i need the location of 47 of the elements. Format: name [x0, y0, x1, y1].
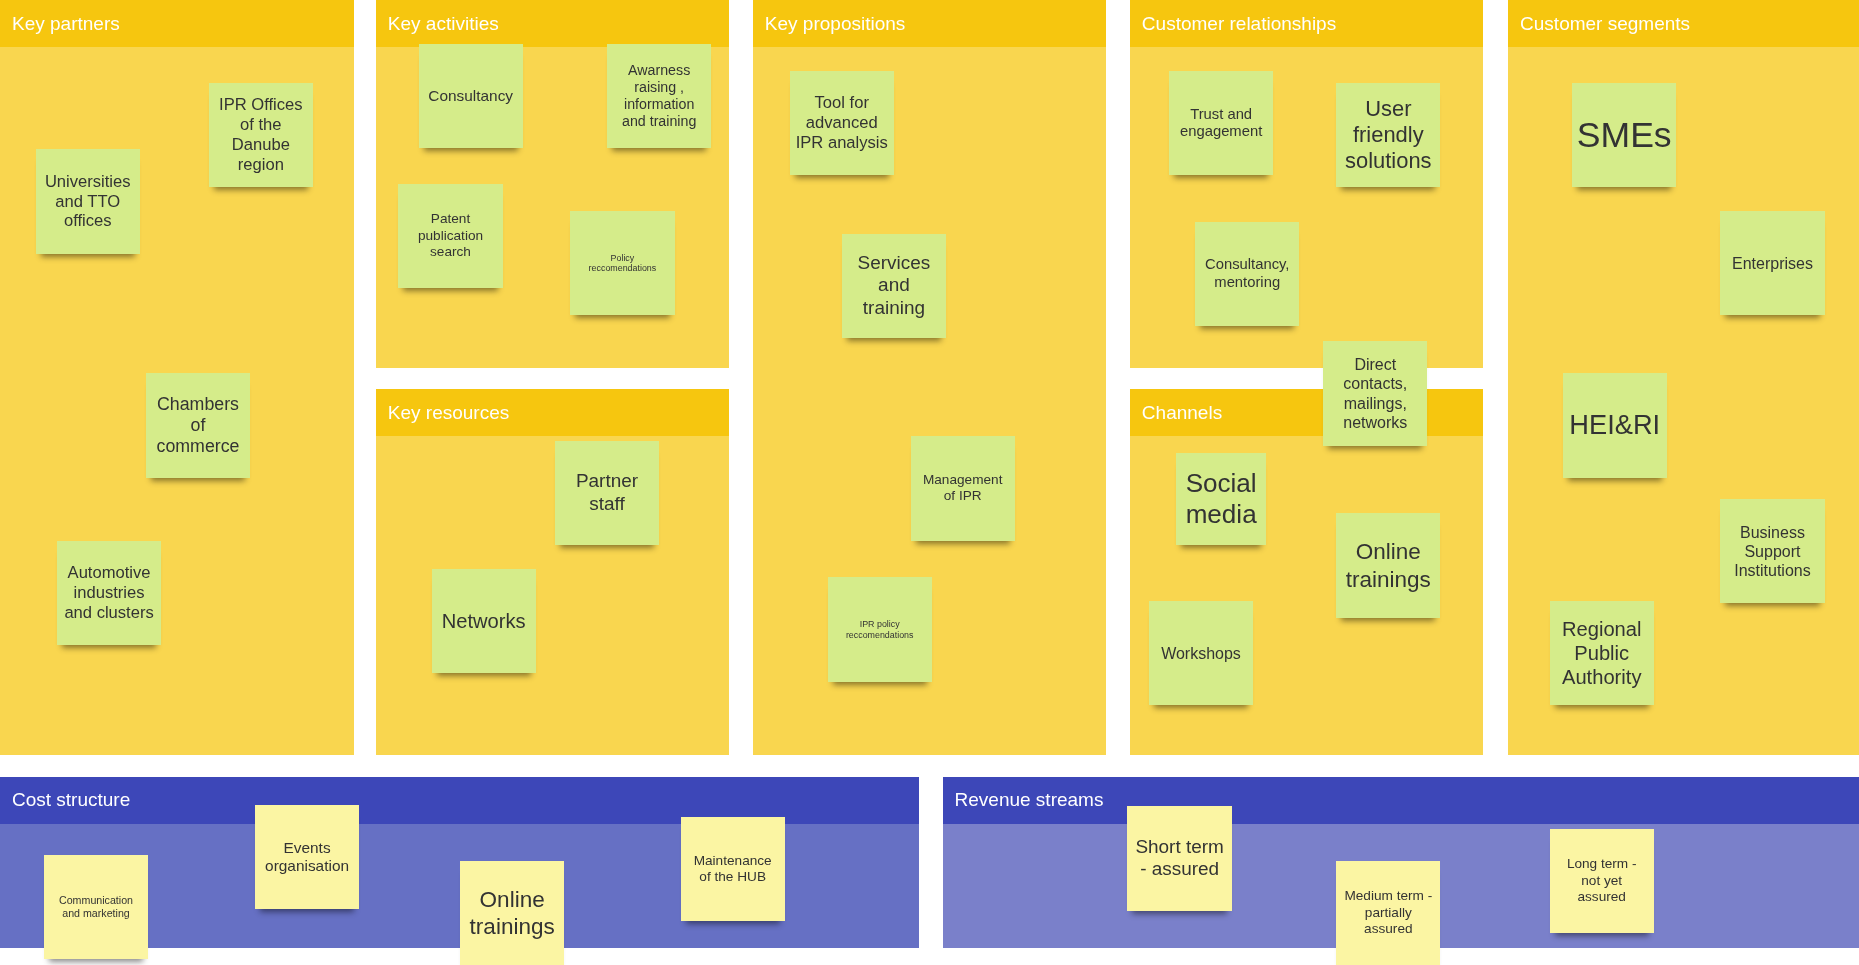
- sticky-note: Awarness raising , information and training: [607, 43, 712, 149]
- canvas-panel: [0, 0, 355, 756]
- canvas-panel: [1129, 0, 1484, 368]
- panel-heading: Customer relationships: [1129, 0, 1484, 48]
- sticky-note: Online trainings: [1336, 513, 1441, 618]
- sticky-note: Events organisation: [254, 805, 360, 910]
- sticky-note: Partner staff: [554, 441, 660, 546]
- sticky-note: Direct contacts, mailings, networks: [1323, 341, 1428, 446]
- sticky-note: Regional Public Authority: [1549, 601, 1654, 706]
- sticky-note: Enterprises: [1720, 211, 1825, 316]
- sticky-note: Communication and marketing: [43, 854, 149, 960]
- sticky-note: Online trainings: [460, 860, 565, 965]
- sticky-note: IPR policy reccomendations: [827, 577, 932, 682]
- sticky-note: Consultancy: [418, 43, 523, 149]
- sticky-note: Automotive industries and clusters: [56, 540, 162, 645]
- sticky-note: User friendly solutions: [1336, 83, 1441, 188]
- sticky-note: Chambers of commerce: [145, 373, 251, 478]
- sticky-note: SMEs: [1572, 83, 1677, 188]
- sticky-note: Tool for advanced IPR analysis: [789, 71, 894, 176]
- panel-heading: Cost structure: [0, 776, 919, 824]
- panel-heading: Revenue streams: [942, 776, 1859, 824]
- canvas-panel: [375, 0, 730, 368]
- canvas-panel: [375, 388, 730, 756]
- sticky-note: Long term - not yet assured: [1549, 828, 1654, 934]
- panel-heading: Key partners: [0, 0, 355, 48]
- sticky-note: Management of IPR: [910, 436, 1015, 541]
- sticky-note: Services and training: [841, 233, 947, 338]
- sticky-note: Workshops: [1148, 601, 1254, 706]
- panel-heading: Key resources: [375, 388, 730, 437]
- sticky-note: Short term - assured: [1127, 806, 1232, 911]
- panel-heading: Key activities: [375, 0, 730, 48]
- sticky-note: Networks: [431, 569, 536, 674]
- sticky-note: IPR Offices of the Danube region: [208, 83, 313, 188]
- sticky-note: Maintenance of the HUB: [680, 816, 785, 922]
- canvas-panel: [752, 0, 1107, 756]
- sticky-note: Consultancy, mentoring: [1195, 221, 1300, 327]
- panel-heading: Customer segments: [1508, 0, 1859, 48]
- sticky-note: Social media: [1176, 452, 1267, 546]
- canvas-panel: [1508, 0, 1859, 756]
- sticky-note: HEI&RI: [1562, 373, 1667, 478]
- sticky-note: Business Support Institutions: [1720, 499, 1825, 604]
- sticky-note: Policy reccomendations: [570, 211, 675, 316]
- sticky-note: Trust and engagement: [1168, 71, 1274, 176]
- sticky-note: Patent publication search: [398, 183, 503, 289]
- panel-heading: Key propositions: [752, 0, 1107, 48]
- sticky-note: Medium term - partially assured: [1336, 860, 1441, 965]
- sticky-note: Universities and TTO offices: [35, 149, 140, 254]
